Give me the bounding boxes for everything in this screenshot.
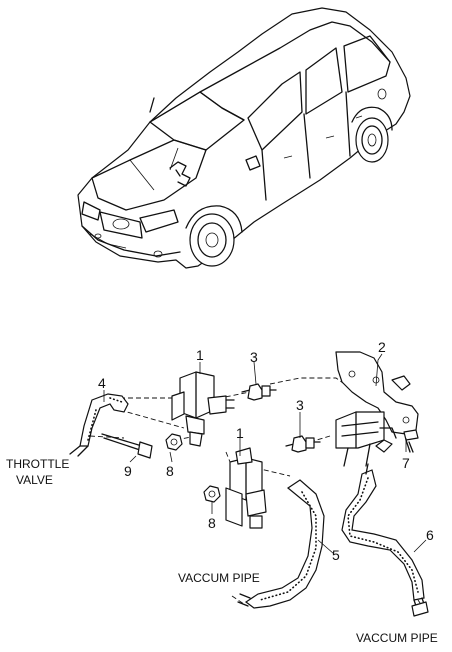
callout-1-lower: 1 bbox=[236, 425, 244, 441]
callout-9: 9 bbox=[124, 463, 132, 479]
nut-upper bbox=[165, 433, 183, 451]
check-valve-upper bbox=[241, 383, 277, 401]
check-valve-lower bbox=[285, 435, 321, 453]
bolt bbox=[403, 429, 419, 453]
callout-5: 5 bbox=[332, 547, 340, 563]
callout-4: 4 bbox=[98, 375, 106, 391]
callout-2: 2 bbox=[378, 339, 386, 355]
callout-3-lower: 3 bbox=[296, 397, 304, 413]
callout-7: 7 bbox=[402, 455, 410, 471]
text-labels: THROTTLE VALVE VACCUM PIPE VACCUM PIPE bbox=[6, 457, 438, 645]
callout-8-lower: 8 bbox=[208, 515, 216, 531]
callout-1-upper: 1 bbox=[196, 347, 204, 363]
vacuum-routing-lines bbox=[89, 377, 427, 613]
solenoid-valve-lower bbox=[225, 447, 267, 529]
label-vaccum-pipe-bottom: VACCUM PIPE bbox=[356, 631, 438, 645]
vacuum-hose-left bbox=[237, 479, 325, 609]
minivan-illustration bbox=[77, 7, 411, 269]
throttle-valve-hose bbox=[69, 393, 129, 457]
mounting-bracket bbox=[335, 351, 419, 467]
callout-3-upper: 3 bbox=[250, 349, 258, 365]
leader-lines bbox=[103, 353, 427, 555]
label-throttle-line1: THROTTLE bbox=[6, 457, 69, 471]
nut-lower bbox=[203, 485, 221, 503]
label-throttle-line2: VALVE bbox=[16, 473, 53, 487]
solenoid-valve-upper bbox=[171, 371, 235, 447]
cable-tie-strap bbox=[101, 433, 153, 459]
callout-numbers: 1 1 2 3 3 4 5 6 7 8 8 9 bbox=[98, 339, 434, 563]
callout-8-upper: 8 bbox=[166, 463, 174, 479]
callout-6: 6 bbox=[426, 527, 434, 543]
vacuum-hose-right bbox=[341, 463, 429, 617]
label-vaccum-pipe-left: VACCUM PIPE bbox=[178, 571, 260, 585]
